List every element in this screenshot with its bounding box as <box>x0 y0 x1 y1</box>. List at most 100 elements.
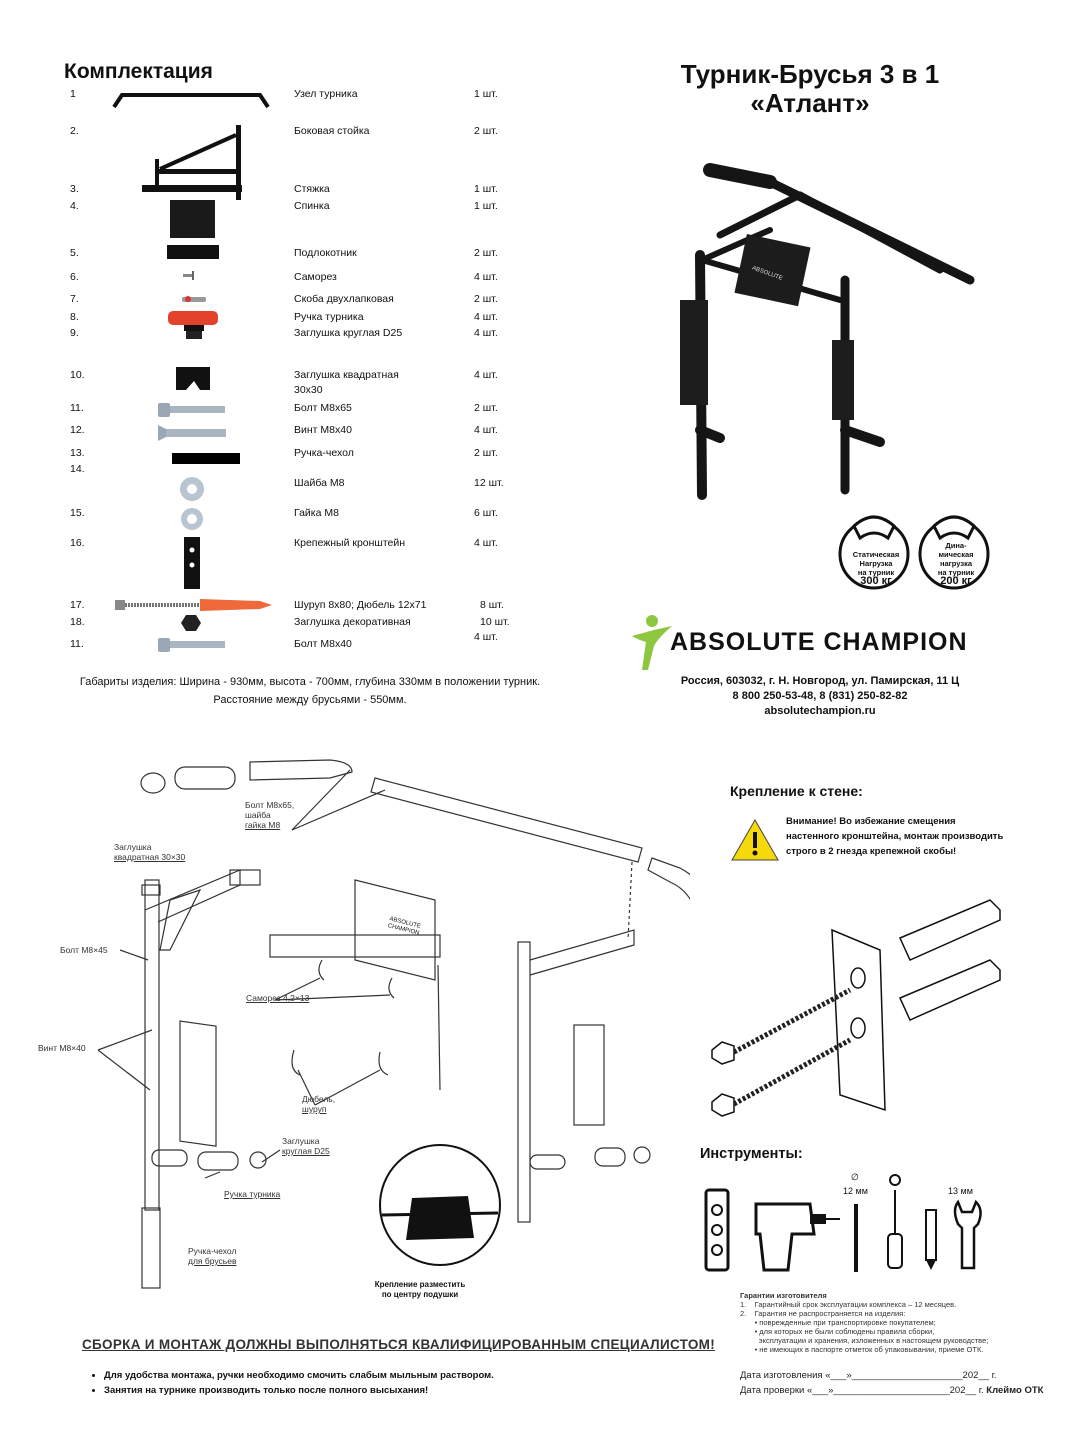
warning-icon <box>731 818 779 861</box>
bar-handle-icon <box>168 311 218 325</box>
brand-logo-icon <box>632 615 672 670</box>
part-number: 16. <box>70 537 85 549</box>
part-name: Узел турника <box>294 88 358 100</box>
clamp-icon <box>182 296 206 302</box>
brand-phones: 8 800 250-53-48, 8 (831) 250-82-82 <box>732 690 908 702</box>
drill-icon <box>754 1202 840 1272</box>
kettlebell-static-icon <box>838 515 910 590</box>
drill-bit-icon <box>854 1204 858 1272</box>
load-badges <box>838 515 990 590</box>
part-name: Болт М8х40 <box>294 638 352 650</box>
note-item: Занятия на турнике производить только по… <box>104 1383 494 1398</box>
parts-icons <box>112 93 272 652</box>
part-number: 6. <box>70 271 79 283</box>
wall-mount-warning: Внимание! Во избежание смещения настенно… <box>786 816 1004 857</box>
part-number: 12. <box>70 424 85 436</box>
part-quantity: 1 шт. <box>474 183 498 195</box>
part-quantity: 4 шт. <box>474 424 498 436</box>
wall-mount-diagram <box>711 899 1001 1117</box>
brand-address: Россия, 603032, г. Н. Новгород, ул. Пами… <box>680 675 960 687</box>
part-quantity: 1 шт. <box>474 200 498 212</box>
part-quantity: 10 шт. <box>480 616 510 628</box>
level-icon <box>704 1188 730 1272</box>
dimensions-line-1: Габариты изделия: Ширина - 930мм, высота… <box>79 676 541 688</box>
date-check-row: Дата проверки «___»_____________________… <box>740 1385 1043 1396</box>
part-name: Подлокотник <box>294 247 357 259</box>
label-bolt-m8x65: Болт М8х65, шайба гайка М8 <box>245 800 295 830</box>
brand-site[interactable]: absolutechampion.ru <box>764 705 876 717</box>
part-name: Гайка М8 <box>294 507 339 519</box>
part-name: Скоба двухлапковая <box>294 293 394 305</box>
part-name: Крепежный кронштейн <box>294 537 406 549</box>
drill-diameter-symbol: ∅ <box>851 1172 859 1182</box>
part-name: Заглушка декоративная <box>294 616 411 628</box>
dynamic-load-text: Дина- мическая нагрузка на турник 200 кг <box>937 541 975 587</box>
part-number: 11. <box>70 402 84 414</box>
side-post-icon <box>142 125 242 200</box>
part-quantity: 4 шт. <box>474 631 498 643</box>
part-number: 15. <box>70 507 85 519</box>
part-number: 1 <box>70 88 76 100</box>
bolt-m8x65-icon <box>158 403 225 417</box>
part-number: 9. <box>70 327 79 339</box>
screw-m8x40-icon <box>158 425 226 441</box>
part-number: 13. <box>70 447 85 459</box>
main-warning: СБОРКА И МОНТАЖ ДОЛЖНЫ ВЫПОЛНЯТЬСЯ КВАЛИ… <box>82 1337 716 1352</box>
part-name: Ручка-чехол <box>294 447 354 459</box>
part-quantity: 2 шт. <box>474 125 498 137</box>
part-name: Боковая стойка <box>294 125 370 137</box>
part-name: Стяжка <box>294 183 330 195</box>
wall-bracket-icon <box>184 537 200 589</box>
back-pad-icon <box>170 200 215 238</box>
round-cap-icon <box>184 325 204 339</box>
product-title: Турник-Брусья 3 в 1 «Атлант» <box>680 59 940 118</box>
part-quantity: 2 шт. <box>474 447 498 459</box>
label-self-tapping: Саморез 4,2×13 <box>246 993 310 1003</box>
part-quantity: 4 шт. <box>474 369 498 381</box>
label-square-cap: Заглушка квадратная 30×30 <box>114 842 186 862</box>
part-number: 11. <box>70 638 84 650</box>
part-name: Шайба М8 <box>294 477 345 489</box>
parts-list-heading: Комплектация <box>64 60 213 83</box>
part-quantity: 12 шт. <box>474 477 504 489</box>
part-quantity: 2 шт. <box>474 402 498 414</box>
part-number: 17. <box>70 599 85 611</box>
part-number: 2. <box>70 125 79 137</box>
square-cap-icon <box>176 367 210 390</box>
wall-mount-heading: Крепление к стене: <box>730 783 863 799</box>
label-bolt-m8x45: Болт М8×45 <box>60 945 108 955</box>
part-number: 14. <box>70 463 85 475</box>
label-round-cap: Заглушка круглая D25 <box>282 1136 330 1156</box>
otk-stamp-label: Клеймо ОТК <box>986 1385 1044 1396</box>
part-quantity: 8 шт. <box>480 599 504 611</box>
kettlebell-dynamic-icon <box>918 515 990 590</box>
nut-icon <box>181 508 203 530</box>
label-handle-cover: Ручка-чехол для брусьев <box>188 1246 237 1266</box>
part-number: 3. <box>70 183 79 195</box>
static-load-text: Статическая Нагрузка на турник 300 кг <box>852 550 900 587</box>
part-quantity: 6 шт. <box>474 507 498 519</box>
bolt-m8x40-icon <box>158 638 225 652</box>
brand-name: ABSOLUTE CHAMPION <box>670 628 968 656</box>
label-screw-m8x40: Винт М8×40 <box>38 1043 86 1053</box>
notes-list: Для удобства монтажа, ручки необходимо с… <box>92 1368 494 1398</box>
label-dowel: Дюбель, шуруп <box>302 1094 336 1114</box>
handle-cover-icon <box>172 453 240 464</box>
part-name: Шуруп 8х80; Дюбель 12х71 <box>294 599 427 611</box>
product-photo: ABSOLUTE <box>680 163 975 500</box>
part-number: 7. <box>70 293 79 305</box>
part-name: Болт М8х65 <box>294 402 352 414</box>
part-name: Ручка турника <box>294 311 364 323</box>
screwdriver-icon <box>887 1174 903 1269</box>
label-bar-handle: Ручка турника <box>224 1189 281 1199</box>
part-name: Спинка <box>294 200 330 212</box>
part-name: Заглушка круглая D25 <box>294 327 403 339</box>
tools-icons <box>704 1174 982 1272</box>
part-quantity: 2 шт. <box>474 247 498 259</box>
part-name: Саморез <box>294 271 337 283</box>
pencil-icon <box>925 1209 937 1270</box>
decorative-cap-icon <box>181 615 201 631</box>
bar-node-icon <box>112 93 270 109</box>
label-mount-note: Крепление разместить по центру подушки <box>374 1280 466 1299</box>
wrench-icon <box>953 1199 982 1270</box>
